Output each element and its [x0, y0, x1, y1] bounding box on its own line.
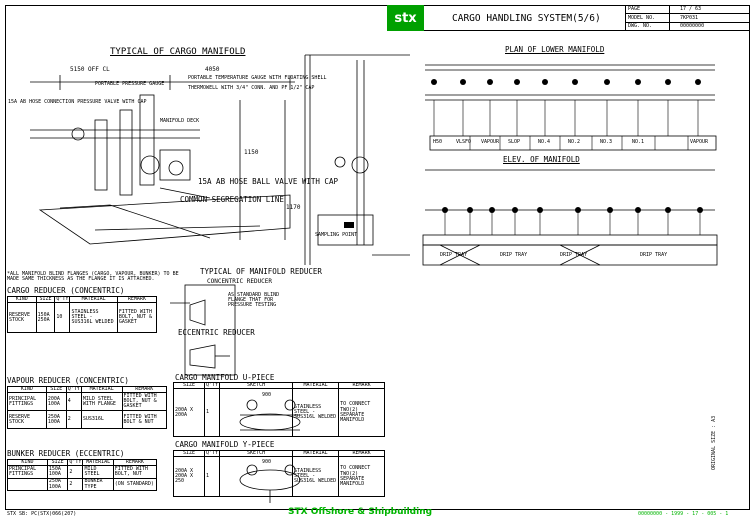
- sampling-point-note: SAMPLING POINT: [315, 232, 358, 238]
- manifold-deck-note: MANIFOLD DECK: [160, 118, 200, 124]
- y-piece-title: CARGO MANIFOLD Y-PIECE: [175, 440, 275, 449]
- drip-tray-label: DRIP TRAY: [560, 252, 588, 258]
- manifold-label: VAPOUR: [690, 139, 709, 145]
- dim-4050: 4050: [205, 66, 220, 73]
- footer-left: STX SB: PC(STX)066(207): [7, 511, 77, 517]
- manifold-label: H50: [433, 139, 443, 145]
- elev-title: ELEV. OF MANIFOLD: [503, 155, 580, 164]
- manifold-label: NO.2: [568, 139, 581, 145]
- common-line-note: COMMON SEGREGATION LINE: [180, 195, 284, 204]
- manifold-label: NO.3: [600, 139, 613, 145]
- manifold-label: VLSFO: [456, 139, 472, 145]
- reducer-title: TYPICAL OF MANIFOLD REDUCER: [200, 267, 322, 276]
- footer-brand: STX Offshore & Shipbuilding: [288, 507, 433, 517]
- footer-vertical: ORIGINAL SIZE : A3: [711, 415, 717, 470]
- model-label: MODEL NO.: [628, 15, 656, 21]
- bunker-reducer-title: BUNKER REDUCER (ECCENTRIC): [7, 449, 125, 458]
- page-label: PAGE: [628, 6, 641, 12]
- u-piece-dim: 900: [262, 392, 272, 398]
- manifold-label: VAPOUR: [481, 139, 500, 145]
- thermowell-note: THERMOWELL WITH 3/4" CONN. AND PF 1/2" C…: [188, 85, 315, 91]
- col-header: REMARK: [116, 295, 158, 304]
- page-value: 17 / 63: [680, 6, 702, 12]
- hose-connection-note: 15A AB HOSE CONNECTION PRESSURE VALVE WI…: [8, 99, 147, 105]
- dim-1170: 1170: [286, 204, 301, 211]
- u-piece-title: CARGO MANIFOLD U-PIECE: [175, 373, 275, 382]
- sheet-frame: [5, 5, 750, 510]
- blind-flange-note: *ALL MANIFOLD BLIND FLANGES (CARGO, VAPO…: [7, 271, 179, 282]
- drip-tray-label: DRIP TRAY: [440, 252, 468, 258]
- y-piece-dim: 900: [262, 459, 272, 465]
- model-value: 7KP031: [680, 15, 699, 21]
- sheet-title: CARGO HANDLING SYSTEM(5/6): [452, 13, 601, 24]
- manifold-label: NO.1: [632, 139, 645, 145]
- manifold-label: SLOP: [508, 139, 521, 145]
- plan-title: PLAN OF LOWER MANIFOLD: [505, 45, 605, 54]
- vapour-reducer-title: VAPOUR REDUCER (CONCENTRIC): [7, 376, 129, 385]
- portable-temp-note: PORTABLE TEMPERATURE GAUGE WITH FLOATING…: [188, 75, 327, 81]
- footer-right: 00000000 - 1999 - 17 - 005 - 1: [638, 511, 729, 517]
- dwg-value: 00000000: [680, 23, 705, 29]
- concentric-reducer-label: CONCENTRIC REDUCER: [207, 278, 273, 285]
- drip-tray-label: DRIP TRAY: [640, 252, 668, 258]
- dim-5150: 5150 OFF CL: [70, 66, 110, 73]
- manifold-label: NO.4: [538, 139, 551, 145]
- eccentric-reducer-label: ECCENTRIC REDUCER: [178, 328, 255, 337]
- col-header: Q'TY: [54, 295, 71, 304]
- main-drawing-title: TYPICAL OF CARGO MANIFOLD: [110, 47, 246, 57]
- col-header: MATERIAL: [69, 295, 118, 304]
- ball-valve-note: 15A AB HOSE BALL VALVE WITH CAP: [198, 177, 338, 186]
- portable-gauge-note: PORTABLE PRESSURE GAUGE: [95, 81, 165, 87]
- stx-logo: stx: [387, 5, 424, 31]
- drip-tray-label: DRIP TRAY: [500, 252, 528, 258]
- flange-note: AS STANDARD BLIND FLANGE THAT FOR PRESSU…: [228, 292, 280, 308]
- cargo-reducer-title: CARGO REDUCER (CONCENTRIC): [7, 286, 125, 295]
- dwg-label: DWG. NO.: [628, 23, 653, 29]
- dim-1150: 1150: [244, 149, 259, 156]
